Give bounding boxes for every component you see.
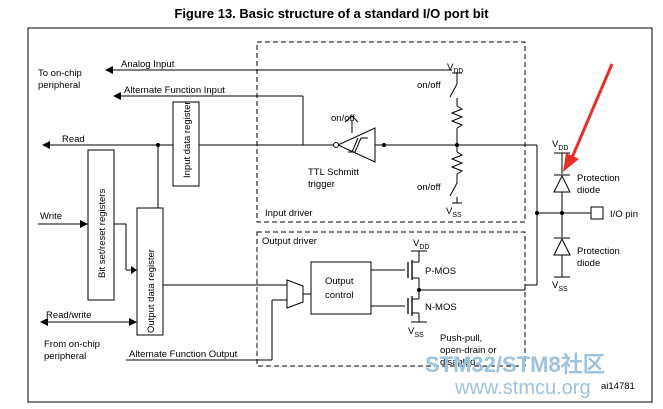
odr-input-arrow xyxy=(131,266,137,274)
junction-dot-schmitt xyxy=(382,143,386,147)
input-data-register-label: Input data register xyxy=(182,101,193,178)
protection-diode-bottom-label-1: Protection xyxy=(577,246,620,257)
read-write-arrow-right xyxy=(129,318,137,326)
read-write-arrow-left xyxy=(40,318,48,326)
bit-set-reset-registers xyxy=(87,149,115,301)
vdd-diode-label: VDD xyxy=(552,139,568,152)
read-arrow xyxy=(42,141,50,149)
to-onchip-label-2: peripheral xyxy=(38,80,80,91)
read-write-label: Read/write xyxy=(46,310,91,321)
protection-diode-top-label-1: Protection xyxy=(577,173,620,184)
pulldown-resistor xyxy=(450,151,464,175)
output-control-label-2: control xyxy=(325,290,354,301)
write-label: Write xyxy=(40,211,62,222)
junction-dot-read xyxy=(156,143,160,147)
io-pin-label: I/O pin xyxy=(610,209,638,220)
io-pin xyxy=(590,206,604,220)
annotation-arrow-head xyxy=(563,153,579,172)
figure-title: Figure 13. Basic structure of a standard… xyxy=(174,6,489,21)
schmitt-trigger xyxy=(336,127,376,163)
figure-id-label: ai14781 xyxy=(601,381,635,392)
schmitt-switch-icon xyxy=(344,115,359,123)
output-driver-box xyxy=(256,231,526,367)
schmitt-hysteresis-icon xyxy=(348,137,368,153)
protection-diode-bottom xyxy=(553,237,571,256)
output-driver-label: Output driver xyxy=(262,236,317,247)
junction-dot-bus xyxy=(535,211,539,215)
push-pull-label-2: open-drain or xyxy=(440,345,497,356)
n-mos-label: N-MOS xyxy=(425,302,457,313)
from-onchip-label-2: peripheral xyxy=(44,351,86,362)
analog-input-arrow xyxy=(105,66,113,74)
vdd-pullup-label: VDD xyxy=(447,62,463,75)
protection-diode-top xyxy=(553,174,571,193)
output-data-register-label: Output data register xyxy=(146,249,157,333)
output-mux xyxy=(286,279,304,309)
from-onchip-label-1: From on-chip xyxy=(44,339,100,350)
pullup-resistor xyxy=(450,105,464,129)
output-control-block xyxy=(310,261,372,315)
schmitt-on-off-label: on/off xyxy=(331,113,355,124)
vss-nmos-label: VSS xyxy=(408,326,424,339)
input-driver-label: Input driver xyxy=(265,208,313,219)
pulldown-on-off-label: on/off xyxy=(417,182,441,193)
af-input-arrow xyxy=(113,92,121,100)
to-onchip-label-1: To on-chip xyxy=(38,68,82,79)
protection-diode-bottom-label-2: diode xyxy=(577,258,600,269)
vss-diode-label: VSS xyxy=(552,280,568,293)
af-output-label: Alternate Function Output xyxy=(129,349,238,360)
ttl-schmitt-label-2: trigger xyxy=(308,179,335,190)
bit-set-reset-registers-label: Bit set/reset registers xyxy=(97,189,108,278)
input-data-register xyxy=(172,101,200,187)
analog-input-label: Analog Input xyxy=(121,59,175,70)
input-driver-box xyxy=(256,41,526,223)
output-data-register xyxy=(136,207,164,336)
pullup-on-off-label: on/off xyxy=(417,80,441,91)
ttl-schmitt-label-1: TTL Schmitt xyxy=(308,167,359,178)
vss-pulldown-label: VSS xyxy=(446,206,462,219)
vdd-pmos-label: VDD xyxy=(413,238,429,251)
annotation-arrow-line xyxy=(569,63,614,161)
diagram-frame xyxy=(27,27,653,403)
push-pull-label-3: disabled xyxy=(440,357,475,368)
pullup-switch xyxy=(449,83,458,98)
read-label: Read xyxy=(62,134,85,145)
watermark-line-1: STM32/STM8社区 xyxy=(425,352,605,377)
p-mos-label: P-MOS xyxy=(425,266,456,277)
schmitt-bubble xyxy=(333,142,339,148)
protection-diode-top-label-2: diode xyxy=(577,185,600,196)
pulldown-switch xyxy=(449,182,458,197)
write-arrow xyxy=(80,220,88,228)
af-input-label: Alternate Function Input xyxy=(124,85,225,96)
output-control-label-1: Output xyxy=(325,276,354,287)
watermark-line-2: www.stmcu.org xyxy=(454,377,591,399)
push-pull-label-1: Push-pull, xyxy=(440,333,482,344)
